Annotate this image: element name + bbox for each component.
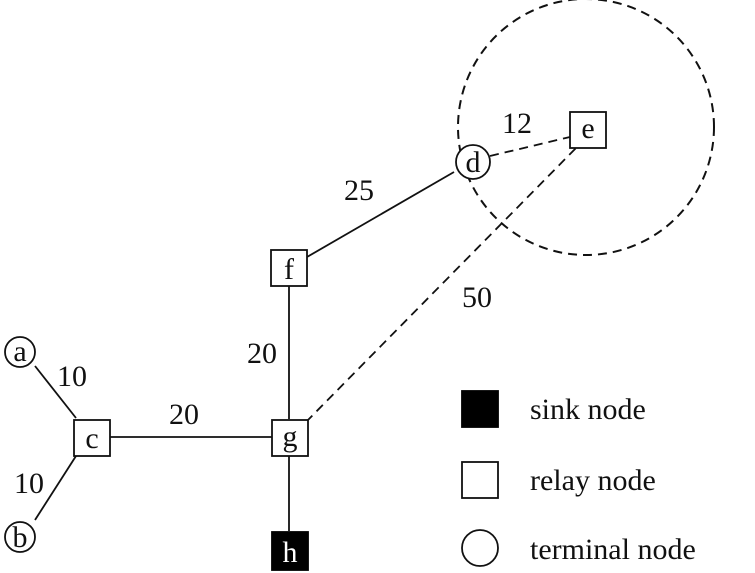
node-a-label: a xyxy=(13,335,26,368)
node-d-label: d xyxy=(466,146,481,179)
edge-label-g-e: 50 xyxy=(462,281,492,314)
node-h-label: h xyxy=(283,536,298,569)
edge-label-c-g: 20 xyxy=(169,398,199,431)
legend-relay-label: relay node xyxy=(530,464,656,497)
legend-terminal-label: terminal node xyxy=(530,533,696,566)
edge-label-d-e: 12 xyxy=(502,107,532,140)
node-a: a xyxy=(4,335,36,368)
legend-sink-label: sink node xyxy=(530,393,646,426)
edge-b-c xyxy=(34,455,77,521)
edge-label-f-d: 25 xyxy=(344,174,374,207)
legend-terminal-swatch xyxy=(461,529,499,567)
node-c-label: c xyxy=(85,422,98,455)
edge-d-e xyxy=(489,136,571,157)
edge-label-a-c: 10 xyxy=(57,360,87,393)
edge-f-d xyxy=(306,171,455,258)
node-d: d xyxy=(455,144,491,180)
node-c: c xyxy=(73,419,111,457)
node-b: b xyxy=(4,521,36,554)
node-e-label: e xyxy=(581,112,594,145)
node-h: h xyxy=(271,531,309,571)
edge-a-c xyxy=(34,365,77,419)
node-b-label: b xyxy=(13,521,28,554)
edge-g-e xyxy=(305,145,579,423)
range-circle xyxy=(457,0,715,256)
legend: sink node relay node terminal node xyxy=(461,390,696,567)
node-f-label: f xyxy=(284,253,294,286)
legend-sink-swatch xyxy=(461,390,499,428)
node-e: e xyxy=(569,111,607,149)
edge-label-f-g: 20 xyxy=(247,337,277,370)
node-g: g xyxy=(271,419,309,457)
node-f: f xyxy=(270,249,308,287)
legend-relay-swatch xyxy=(461,461,499,499)
node-g-label: g xyxy=(283,420,298,453)
edge-label-b-c: 10 xyxy=(14,467,44,500)
